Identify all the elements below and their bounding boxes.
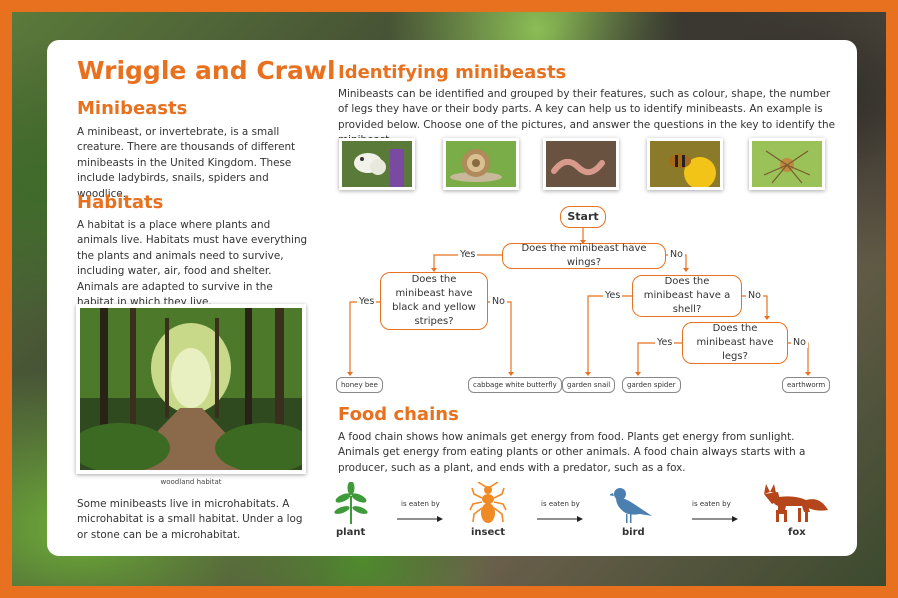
identifying-heading: Identifying minibeasts — [338, 62, 567, 83]
yes-label: Yes — [458, 249, 478, 260]
butterfly-photo — [339, 138, 415, 190]
question-shell: Does the minibeast have a shell? — [632, 275, 742, 317]
arrow-icon — [537, 516, 583, 522]
woodland-photo — [76, 304, 306, 474]
no-label: No — [490, 296, 507, 307]
no-label: No — [791, 337, 808, 348]
food-chains-heading: Food chains — [338, 404, 459, 425]
photo-caption: woodland habitat — [160, 478, 222, 486]
yes-label: Yes — [655, 337, 675, 348]
answer-honey-bee: honey bee — [336, 377, 383, 393]
chain-item-insect: insect — [471, 527, 505, 538]
minibeasts-heading: Minibeasts — [77, 98, 188, 119]
plant-icon — [334, 482, 368, 524]
minibeasts-text: A minibeast, or invertebrate, is a small… — [77, 126, 296, 200]
insect-icon — [469, 482, 507, 523]
answer-snail: garden snail — [562, 377, 616, 393]
chain-item-fox: fox — [788, 527, 806, 538]
arrow-icon — [397, 516, 443, 522]
identifying-text: Minibeasts can be identified and grouped… — [338, 88, 835, 146]
chain-item-bird: bird — [622, 527, 645, 538]
question-legs: Does the minibeast have legs? — [682, 322, 788, 364]
snail-photo — [443, 138, 519, 190]
habitats-heading: Habitats — [77, 192, 164, 213]
key-start: Start — [560, 206, 606, 228]
eaten-by-label: is eaten by — [692, 500, 731, 508]
spider-photo — [749, 138, 825, 190]
food-chains-text: A food chain shows how animals get energ… — [338, 431, 806, 474]
answer-butterfly: cabbage white butterfly — [468, 377, 562, 393]
yes-label: Yes — [357, 296, 377, 307]
fox-icon — [764, 484, 828, 522]
answer-spider: garden spider — [622, 377, 681, 393]
arrow-icon — [692, 516, 738, 522]
page-title: Wriggle and Crawl — [77, 56, 336, 85]
no-label: No — [668, 249, 685, 260]
microhabitat-text: Some minibeasts live in microhabitats. A… — [77, 498, 303, 541]
no-label: No — [746, 290, 763, 301]
answer-earthworm: earthworm — [782, 377, 831, 393]
chain-item-plant: plant — [336, 527, 366, 538]
earthworm-photo — [543, 138, 619, 190]
bird-icon — [610, 488, 652, 523]
bee-photo — [647, 138, 723, 190]
question-wings: Does the minibeast have wings? — [502, 243, 666, 269]
yes-label: Yes — [603, 290, 623, 301]
eaten-by-label: is eaten by — [401, 500, 440, 508]
eaten-by-label: is eaten by — [541, 500, 580, 508]
question-stripes: Does the minibeast have black and yellow… — [380, 272, 488, 330]
